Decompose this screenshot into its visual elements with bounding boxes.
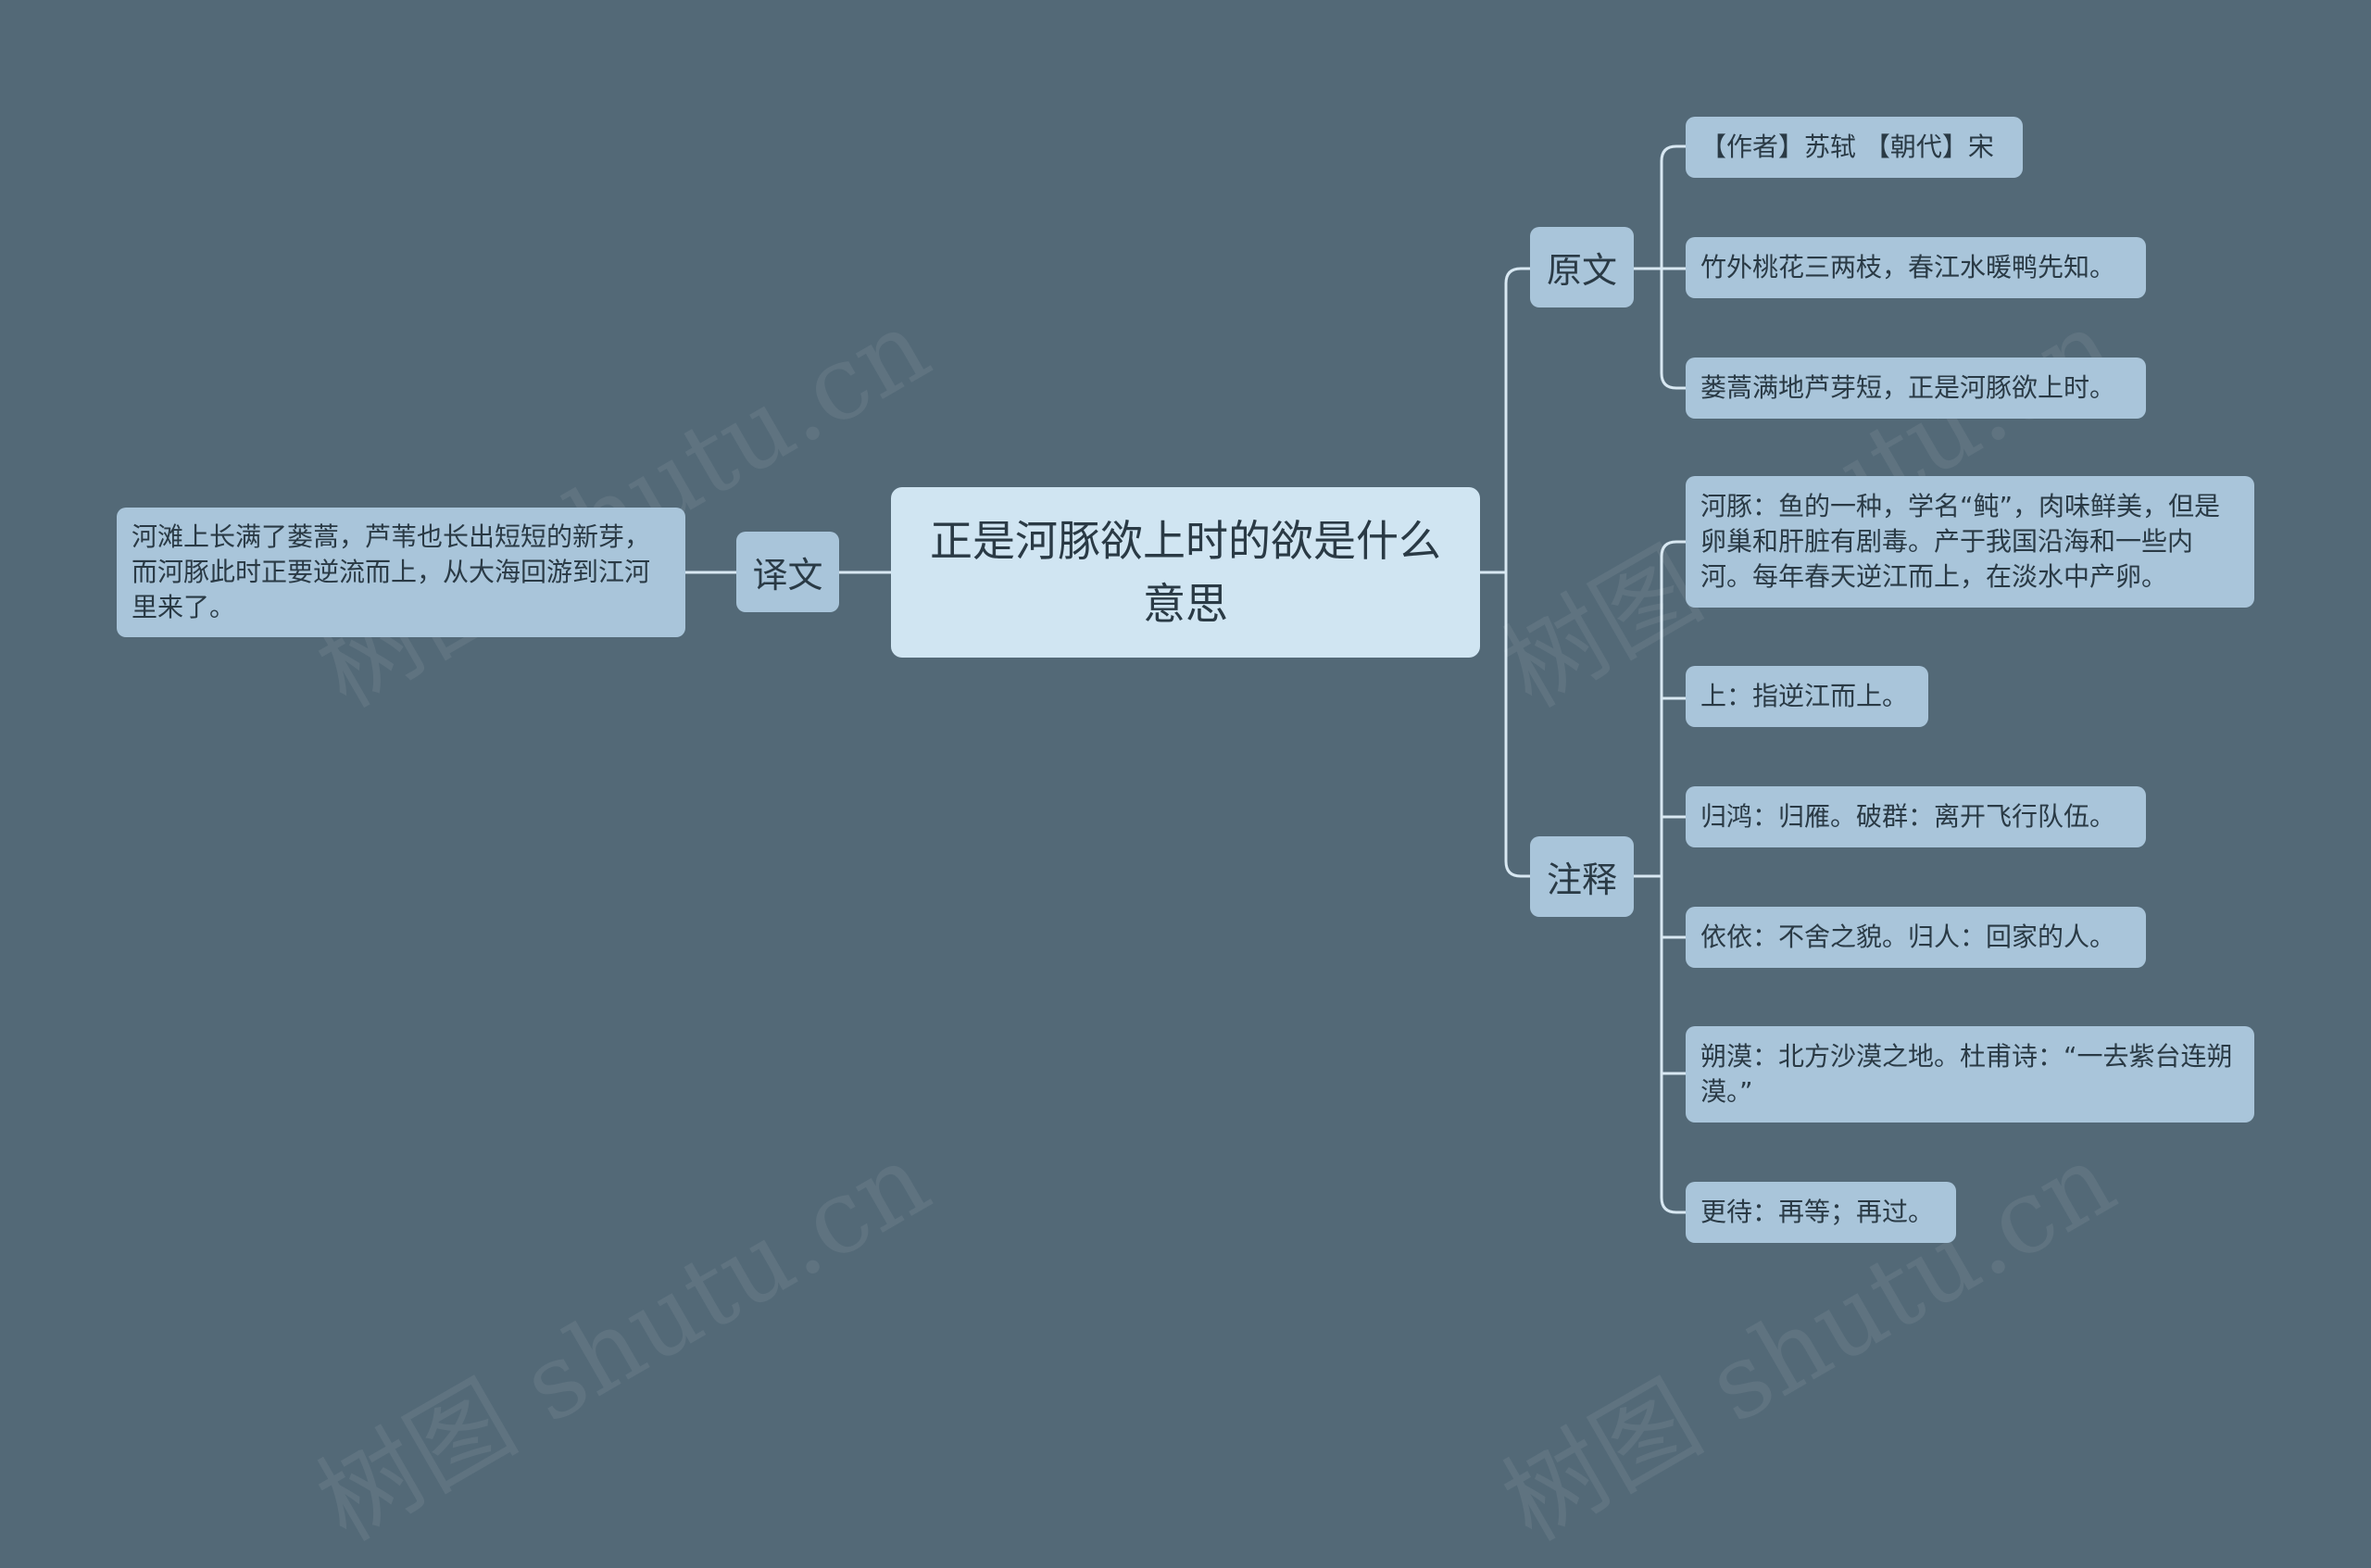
branch-zhushi[interactable]: 注释 <box>1530 836 1634 917</box>
leaf-yiwen-translation[interactable]: 河滩上长满了蒌蒿，芦苇也长出短短的新芽，而河豚此时正要逆流而上，从大海回游到江河… <box>117 508 685 637</box>
leaf-zhushi-guihong[interactable]: 归鸿：归雁。破群：离开飞行队伍。 <box>1686 786 2146 847</box>
leaf-text: 上：指逆江而上。 <box>1700 681 1909 711</box>
leaf-zhushi-shang[interactable]: 上：指逆江而上。 <box>1686 666 1928 727</box>
leaf-text: 【作者】苏轼 【朝代】宋 <box>1700 132 1994 162</box>
leaf-text: 归鸿：归雁。破群：离开飞行队伍。 <box>1700 801 2116 832</box>
branch-yiwen[interactable]: 译文 <box>736 532 839 612</box>
leaf-text: 依依：不舍之貌。归人：回家的人。 <box>1700 922 2116 952</box>
branch-yuanwen-label: 原文 <box>1546 250 1617 291</box>
leaf-text: 蒌蒿满地芦芽短，正是河豚欲上时。 <box>1700 372 2116 403</box>
root-topic[interactable]: 正是河豚欲上时的欲是什么意思 <box>891 487 1480 658</box>
leaf-yuanwen-line1[interactable]: 竹外桃花三两枝，春江水暖鸭先知。 <box>1686 237 2146 298</box>
leaf-zhushi-gengdai[interactable]: 更待：再等；再过。 <box>1686 1182 1956 1243</box>
branch-yuanwen[interactable]: 原文 <box>1530 227 1634 307</box>
connector-zhushi-children <box>1660 540 1687 1214</box>
root-title: 正是河豚欲上时的欲是什么意思 <box>930 516 1441 629</box>
leaf-text: 河滩上长满了蒌蒿，芦苇也长出短短的新芽，而河豚此时正要逆流而上，从大海回游到江河… <box>132 521 651 622</box>
leaf-text: 更待：再等；再过。 <box>1700 1197 1935 1227</box>
branch-zhushi-label: 注释 <box>1546 859 1617 900</box>
connector-lines <box>684 144 1687 1214</box>
leaf-text: 河豚：鱼的一种，学名“鲀”，肉味鲜美，但是卵巢和肝脏有剧毒。产于我国沿海和一些内… <box>1700 491 2221 592</box>
connector-yuanwen-children <box>1660 144 1687 390</box>
leaf-text: 竹外桃花三两枝，春江水暖鸭先知。 <box>1700 252 2116 282</box>
leaf-zhushi-hetun[interactable]: 河豚：鱼的一种，学名“鲀”，肉味鲜美，但是卵巢和肝脏有剧毒。产于我国沿海和一些内… <box>1686 476 2254 608</box>
leaf-yuanwen-author[interactable]: 【作者】苏轼 【朝代】宋 <box>1686 117 2023 178</box>
leaf-text: 朔漠：北方沙漠之地。杜甫诗：“一去紫台连朔漠。” <box>1700 1041 2233 1107</box>
branch-yiwen-label: 译文 <box>752 555 823 596</box>
connector-trunk <box>1504 267 1532 878</box>
mindmap-canvas: 树图 shutu.cn 树图 shutu.cn 树图 shutu.cn 树图 s… <box>117 117 2254 1563</box>
leaf-yuanwen-line2[interactable]: 蒌蒿满地芦芽短，正是河豚欲上时。 <box>1686 358 2146 419</box>
leaf-zhushi-shuomo[interactable]: 朔漠：北方沙漠之地。杜甫诗：“一去紫台连朔漠。” <box>1686 1026 2254 1123</box>
leaf-zhushi-yiyi[interactable]: 依依：不舍之貌。归人：回家的人。 <box>1686 907 2146 968</box>
